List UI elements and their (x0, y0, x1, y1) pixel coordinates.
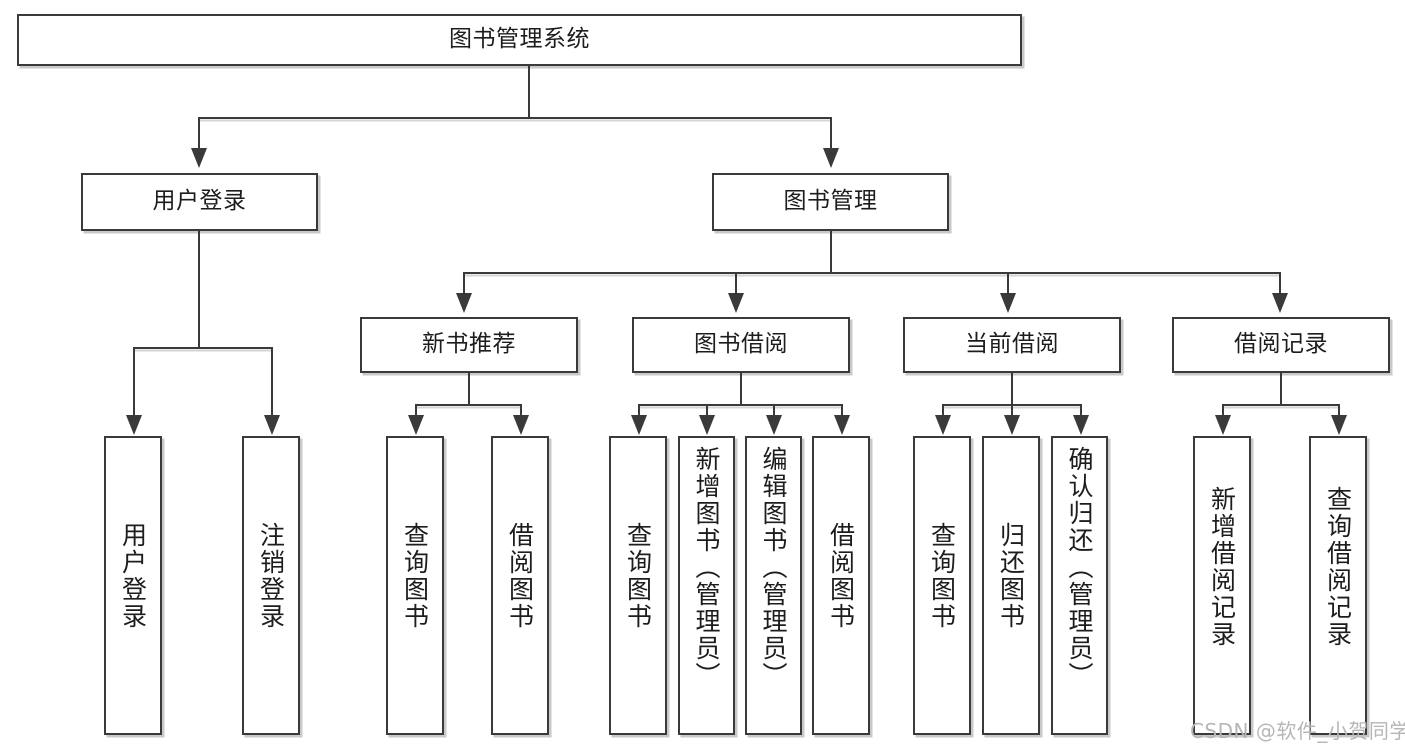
connector-drop-bb-query (638, 404, 640, 419)
connector-book-borrow-stem (740, 373, 742, 404)
connector-drop-bb-borrow (841, 404, 843, 419)
leaf-user-login[interactable]: 用户登录 (104, 436, 162, 735)
csdn-watermark: CSDN @软件_小贺同学 (1190, 719, 1405, 743)
arrowhead-cb-query (935, 415, 951, 435)
connector-drop-cb-confirm (1080, 404, 1082, 419)
connector-user-login-bus (133, 347, 272, 349)
node-label: 用户登录 (152, 188, 247, 215)
node-label: 查询图书 (400, 522, 430, 630)
node-label: 当前借阅 (965, 331, 1059, 358)
connector-drop-bb-edit (773, 404, 775, 419)
node-label: 用户登录 (118, 522, 148, 630)
arrowhead-current-borrow (1000, 293, 1016, 313)
node-label: 借阅图书 (826, 522, 856, 630)
arrowhead-user-login (191, 148, 207, 168)
node-label: 图书管理系统 (449, 26, 590, 53)
leaf-nb-borrow-book[interactable]: 借阅图书 (491, 436, 549, 735)
node-user-login[interactable]: 用户登录 (81, 173, 318, 231)
arrowhead-leaf-user-login (126, 415, 142, 435)
connector-level2-bus (463, 272, 1280, 274)
leaf-br-add-record[interactable]: 新增借阅记录 (1193, 436, 1251, 735)
connector-drop-nb-borrow (520, 404, 522, 419)
connector-new-book-bus (415, 404, 521, 406)
node-book-borrow[interactable]: 图书借阅 (632, 317, 850, 373)
connector-borrow-record-bus (1222, 404, 1339, 406)
leaf-cb-query-book[interactable]: 查询图书 (913, 436, 971, 735)
arrowhead-cb-return (1004, 415, 1020, 435)
connector-drop-current-borrow (1007, 272, 1009, 296)
leaf-cb-confirm-return-admin[interactable]: 确认归还（管理员） (1051, 436, 1108, 735)
arrowhead-leaf-logout (264, 415, 280, 435)
arrowhead-br-add (1215, 415, 1231, 435)
connector-drop-cb-query (942, 404, 944, 419)
node-label: 编辑图书（管理员） (759, 446, 788, 689)
connector-drop-book-borrow (735, 272, 737, 296)
connector-drop-br-query (1338, 404, 1340, 419)
connector-root-stem (528, 66, 530, 117)
leaf-nb-query-book[interactable]: 查询图书 (386, 436, 444, 735)
arrowhead-cb-confirm (1073, 415, 1089, 435)
node-new-book-recommend[interactable]: 新书推荐 (360, 317, 578, 373)
node-label: 图书借阅 (694, 331, 788, 358)
connector-drop-br-add (1222, 404, 1224, 419)
connector-drop-nb-query (415, 404, 417, 419)
arrowhead-book-borrow (728, 293, 744, 313)
connector-drop-bb-add (706, 404, 708, 419)
node-label: 借阅记录 (1234, 331, 1328, 358)
leaf-logout[interactable]: 注销登录 (242, 436, 300, 735)
node-label: 确认归还（管理员） (1065, 446, 1094, 689)
node-label: 新增图书（管理员） (692, 446, 721, 689)
arrowhead-new-book (456, 293, 472, 313)
connector-borrow-record-stem (1280, 373, 1282, 404)
connector-level1-bus (198, 117, 830, 119)
leaf-bb-borrow-book[interactable]: 借阅图书 (812, 436, 870, 735)
connector-drop-cb-return (1011, 404, 1013, 419)
node-root-system[interactable]: 图书管理系统 (17, 14, 1022, 66)
connector-drop-new-book (463, 272, 465, 296)
leaf-bb-query-book[interactable]: 查询图书 (609, 436, 667, 735)
node-label: 注销登录 (256, 522, 286, 630)
arrowhead-borrow-record (1272, 293, 1288, 313)
arrowhead-book-manage (823, 148, 839, 168)
connector-current-borrow-stem (1011, 373, 1013, 404)
arrowhead-bb-query (631, 415, 647, 435)
connector-drop-user-login (198, 117, 200, 150)
connector-user-login-stem (198, 231, 200, 347)
connector-book-borrow-bus (638, 404, 842, 406)
node-label: 查询借阅记录 (1323, 486, 1353, 648)
node-current-borrow[interactable]: 当前借阅 (903, 317, 1121, 373)
leaf-bb-edit-book-admin[interactable]: 编辑图书（管理员） (745, 436, 802, 735)
node-label: 新增借阅记录 (1207, 486, 1237, 648)
connector-drop-leaf-logout (271, 347, 273, 419)
leaf-bb-add-book-admin[interactable]: 新增图书（管理员） (678, 436, 735, 735)
arrowhead-bb-edit (766, 415, 782, 435)
arrowhead-bb-borrow (834, 415, 850, 435)
node-label: 查询图书 (623, 522, 653, 630)
node-label: 查询图书 (927, 522, 957, 630)
leaf-br-query-record[interactable]: 查询借阅记录 (1309, 436, 1367, 735)
arrowhead-br-query (1331, 415, 1347, 435)
node-label: 归还图书 (996, 522, 1026, 630)
node-label: 新书推荐 (422, 331, 516, 358)
connector-drop-book-manage (830, 117, 832, 150)
connector-new-book-stem (468, 373, 470, 404)
node-label: 图书管理 (783, 188, 878, 215)
connector-drop-borrow-record (1279, 272, 1281, 296)
node-borrow-record[interactable]: 借阅记录 (1172, 317, 1390, 373)
arrowhead-nb-borrow (513, 415, 529, 435)
connector-drop-leaf-user-login (133, 347, 135, 419)
arrowhead-bb-add (699, 415, 715, 435)
leaf-cb-return-book[interactable]: 归还图书 (982, 436, 1040, 735)
arrowhead-nb-query (408, 415, 424, 435)
connector-book-manage-stem (830, 231, 832, 272)
node-label: 借阅图书 (505, 522, 535, 630)
node-book-management[interactable]: 图书管理 (712, 173, 949, 231)
